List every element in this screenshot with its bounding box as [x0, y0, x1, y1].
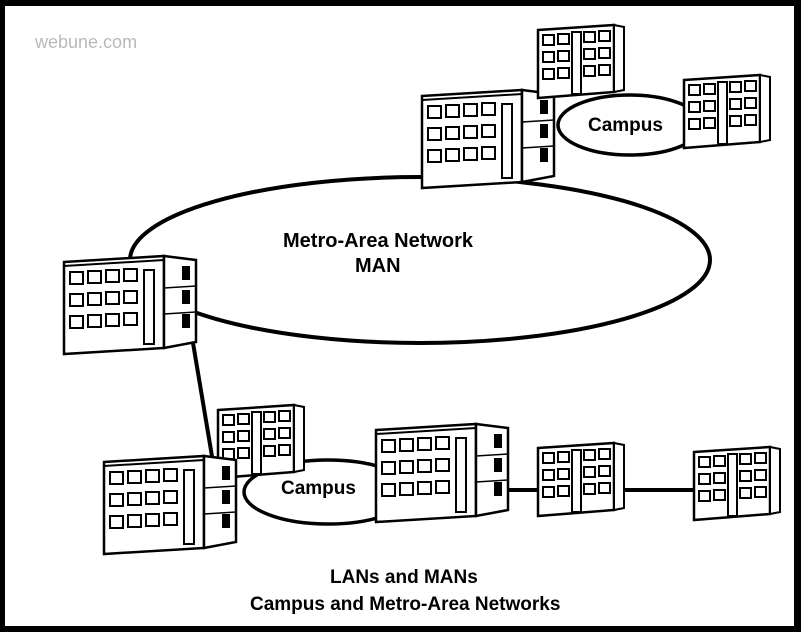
man-label-line1: Metro-Area Network: [283, 230, 474, 252]
building-campus-right: [374, 422, 510, 524]
building-campus-front: [102, 454, 238, 556]
man-label-line2: MAN: [355, 255, 401, 277]
building-top-left: [420, 88, 556, 190]
campus-label-top: Campus: [588, 115, 663, 136]
caption-line2: Campus and Metro-Area Networks: [250, 594, 561, 615]
caption-line1: LANs and MANs: [330, 567, 478, 588]
campus-label-bottom: Campus: [281, 478, 356, 499]
building-man-node: [62, 254, 198, 356]
watermark-text: webune.com: [35, 32, 138, 52]
building-top-stacked: [536, 23, 626, 100]
building-chain-end: [692, 445, 782, 522]
building-top-right: [682, 73, 772, 150]
building-chain-middle: [536, 441, 626, 518]
